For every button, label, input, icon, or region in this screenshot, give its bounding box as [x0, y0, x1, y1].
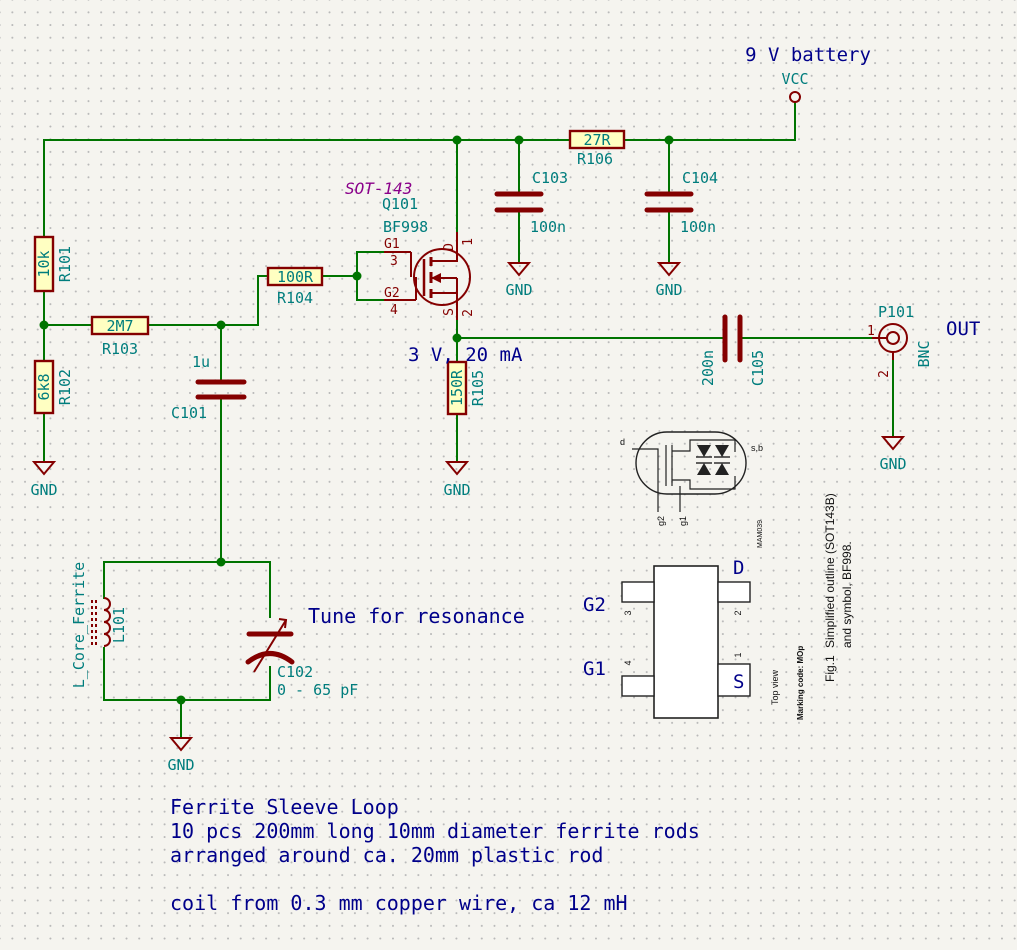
capacitor-c101[interactable]: 1u C101 — [171, 353, 247, 422]
ds-pin-g2: g2 — [656, 516, 666, 526]
ds-fig: Fig.1 — [823, 655, 837, 682]
ds-caption-1: Simplified outline (SOT143B) — [823, 493, 837, 648]
c105-value: 200n — [699, 350, 717, 386]
r103-ref: R103 — [102, 340, 138, 358]
resistor-r102[interactable]: 6k8 R102 — [33, 359, 74, 415]
gnd-label: GND — [30, 481, 57, 499]
p101-pin-1: 1 — [867, 324, 875, 339]
gnd-label: GND — [443, 481, 470, 499]
ds-pin-d: d — [620, 437, 625, 447]
ds-pkg-pin-1: 1 — [733, 652, 743, 657]
c104-value: 100n — [680, 218, 716, 236]
l101-value: L_Core_Ferrite — [70, 562, 88, 688]
q101-footprint: SOT-143 — [345, 179, 412, 198]
note-line-2: 10 pcs 200mm long 10mm diameter ferrite … — [170, 819, 700, 843]
ds-pin-g1: g1 — [678, 516, 688, 526]
ds-top-view: Top view — [770, 669, 780, 705]
vcc-label: VCC — [781, 70, 808, 88]
capacitor-c103[interactable]: C103 100n — [494, 169, 568, 236]
r102-ref: R102 — [56, 369, 74, 405]
ds-pkg-pin-2: 2 — [733, 610, 743, 615]
resistor-r105[interactable]: 150R R105 — [446, 360, 487, 416]
note-line-4: coil from 0.3 mm copper wire, ca 12 mH — [170, 891, 628, 915]
ds-code: MAM039 — [757, 520, 764, 548]
ds-caption-2: and symbol, BF998. — [840, 541, 854, 648]
gnd-symbol-r102[interactable]: GND — [30, 461, 58, 499]
note-line-1: Ferrite Sleeve Loop — [170, 795, 399, 819]
r103-value: 2M7 — [106, 317, 133, 335]
p101-pin-2: 2 — [877, 370, 892, 378]
q101-pin-3: 3 — [390, 254, 398, 269]
gnd-symbol-tank[interactable]: GND — [167, 737, 195, 774]
capacitor-c104[interactable]: C104 100n — [644, 169, 718, 236]
q101-pin-1: 1 — [461, 238, 476, 246]
l101-ref: L101 — [110, 607, 128, 643]
q101-pin-g1-label: G1 — [384, 237, 400, 252]
c102-value: 0 - 65 pF — [277, 681, 358, 699]
ds-pkg-pin-4: 4 — [623, 660, 633, 665]
c105-ref: C105 — [749, 350, 767, 386]
c103-value: 100n — [530, 218, 566, 236]
r104-ref: R104 — [277, 289, 313, 307]
datasheet-figure: d s,b g2 g1 MAM039 3 2 4 1 G2 G1 D S Top… — [583, 431, 854, 720]
gnd-symbol-p101[interactable]: GND — [879, 436, 907, 473]
q101-pin-2: 2 — [461, 309, 476, 317]
gnd-label: GND — [655, 281, 682, 299]
c103-ref: C103 — [532, 169, 568, 187]
c102-ref: C102 — [277, 663, 313, 681]
gnd-symbol-c103[interactable]: GND — [505, 262, 533, 299]
wires — [39, 102, 894, 739]
resistor-r101[interactable]: 10k R101 — [33, 235, 74, 293]
r105-value: 150R — [448, 369, 466, 406]
gnd-symbol-r105[interactable]: GND — [443, 461, 471, 499]
r102-value: 6k8 — [35, 373, 53, 400]
c101-value: 1u — [192, 353, 210, 371]
p101-ref: P101 — [878, 303, 914, 321]
tune-note: Tune for resonance — [308, 604, 525, 628]
vcc-power-symbol[interactable]: VCC — [781, 70, 809, 103]
r105-ref: R105 — [469, 370, 487, 406]
pkg-label-d: D — [733, 557, 744, 579]
ds-pin-sb: s,b — [751, 443, 763, 453]
pkg-label-g1: G1 — [583, 658, 606, 680]
q101-pin-s-label: S — [442, 308, 457, 316]
gnd-label: GND — [167, 756, 194, 774]
resistor-r103[interactable]: 2M7 R103 — [90, 315, 150, 358]
gnd-label: GND — [879, 455, 906, 473]
r101-value: 10k — [35, 250, 53, 277]
q101-pin-4: 4 — [390, 303, 398, 318]
pkg-label-g2: G2 — [583, 594, 606, 616]
q101-pin-d-label: D — [442, 243, 457, 251]
bias-note: 3 V, 20 mA — [408, 344, 523, 366]
mosfet-q101[interactable]: SOT-143 Q101 BF998 G1 G2 3 4 D S 1 2 — [345, 179, 476, 320]
out-net-label: OUT — [946, 318, 980, 340]
ds-pkg-pin-3: 3 — [623, 610, 633, 615]
p101-value: BNC — [915, 340, 933, 367]
gnd-label: GND — [505, 281, 532, 299]
r101-ref: R101 — [56, 246, 74, 282]
resistor-r104[interactable]: 100R R104 — [266, 266, 324, 307]
pkg-label-s: S — [733, 671, 744, 693]
ds-marking: Marking code: MOp — [796, 646, 805, 720]
c101-ref: C101 — [171, 404, 207, 422]
variable-capacitor-c102[interactable]: C102 0 - 65 pF — [245, 618, 358, 699]
inductor-l101[interactable]: L_Core_Ferrite L101 — [70, 562, 128, 688]
c104-ref: C104 — [682, 169, 718, 187]
note-line-3: arranged around ca. 20mm plastic rod — [170, 843, 603, 867]
gnd-symbol-c104[interactable]: GND — [655, 262, 683, 299]
r106-value: 27R — [583, 131, 611, 149]
resistor-r106[interactable]: 27R R106 — [568, 129, 626, 168]
q101-value: BF998 — [383, 218, 428, 236]
capacitor-c105[interactable]: 200n C105 — [699, 314, 767, 386]
r104-value: 100R — [277, 268, 314, 286]
q101-pin-g2-label: G2 — [384, 286, 400, 301]
battery-net-label: 9 V battery — [745, 44, 871, 66]
bnc-connector-p101[interactable]: P101 1 2 BNC — [867, 303, 933, 378]
q101-ref: Q101 — [382, 195, 418, 213]
notes-block: Ferrite Sleeve Loop 10 pcs 200mm long 10… — [170, 795, 700, 915]
r106-ref: R106 — [577, 150, 613, 168]
